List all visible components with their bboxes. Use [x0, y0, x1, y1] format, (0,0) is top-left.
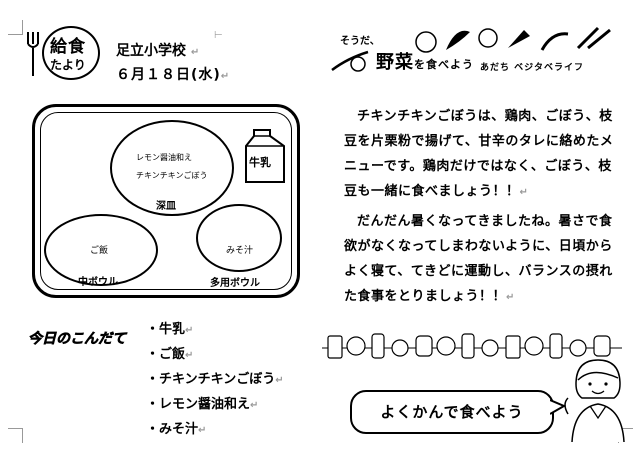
- cursor-mark: ⊢: [214, 30, 223, 41]
- lunch-tray-inner: [40, 112, 292, 290]
- rice-bowl-item: ご飯: [90, 246, 109, 256]
- rice-bowl: [44, 214, 158, 286]
- banner-lead: そうだ、: [340, 36, 380, 47]
- menu-item: ・チキンチキンごぼう↵: [146, 372, 284, 387]
- crop-mark-bottom-left: [8, 428, 23, 443]
- food-characters-border: [322, 333, 622, 359]
- menu-item: ・みそ汁↵: [146, 422, 207, 437]
- menu-list: ・牛乳↵ ・ご飯↵ ・チキンチキンごぼう↵ ・レモン醤油和え↵ ・みそ汁↵: [146, 318, 284, 443]
- article-paragraph-1: チキンチキンごぼうは、鶏肉、ごぼう、枝豆を片栗粉で揚げて、甘辛のタレに絡めたメニ…: [344, 109, 614, 199]
- deep-dish: [110, 120, 234, 216]
- deep-dish-label: 深皿: [156, 201, 176, 212]
- nutritionist-illustration: [564, 359, 625, 443]
- vegetables-illustration: [415, 26, 611, 53]
- milk-label: 牛乳: [249, 156, 271, 169]
- article-paragraph-2: だんだん暑くなってきましたね。暑さで食欲がなくなってしまわないように、日頃からよ…: [344, 214, 613, 304]
- rice-bowl-label: 中ボウル: [78, 277, 118, 288]
- vegetable-banner: そうだ、 野菜を食べよう あだち ベジタベライフ: [328, 20, 618, 76]
- logo-line1: 給食: [50, 37, 86, 57]
- soup-bowl-label: 多用ボウル: [210, 278, 260, 289]
- soup-bowl: [196, 204, 282, 272]
- fork-icon: [27, 32, 39, 76]
- menu-item: ・レモン醤油和え↵: [146, 397, 259, 412]
- kyushoku-dayori-logo: 給食 たより: [26, 26, 102, 80]
- lunch-tray: [32, 104, 300, 298]
- plate-circle: [42, 26, 100, 80]
- bubble-text: よくかんで食べよう: [380, 403, 524, 421]
- soup-bowl-item: みそ汁: [226, 246, 254, 256]
- menu-item: ・牛乳↵: [146, 322, 194, 337]
- issue-date: ６月１８日(水)↵: [116, 67, 231, 83]
- school-name: 足立小学校 ↵: [116, 43, 200, 59]
- logo-line2: たより: [50, 58, 86, 72]
- crop-mark-top-left: [8, 20, 23, 35]
- bubble-tail: [550, 399, 566, 415]
- todays-menu-heading: 今日のこんだて: [28, 318, 138, 368]
- milk-carton-icon: [245, 129, 285, 183]
- deep-dish-item-1: レモン醤油和え: [136, 153, 192, 162]
- todays-menu-heading-text: 今日のこんだて: [28, 331, 127, 348]
- carrot-icon: [331, 50, 369, 72]
- banner-sub: あだち ベジタベライフ: [480, 63, 584, 73]
- deep-dish-item-2: チキンチキンごぼう: [136, 171, 208, 180]
- banner-title: 野菜を食べよう: [376, 52, 474, 73]
- menu-item: ・ご飯↵: [146, 347, 194, 362]
- todays-menu-heading-art: [30, 328, 136, 358]
- chew-well-bubble: よくかんで食べよう: [350, 390, 554, 434]
